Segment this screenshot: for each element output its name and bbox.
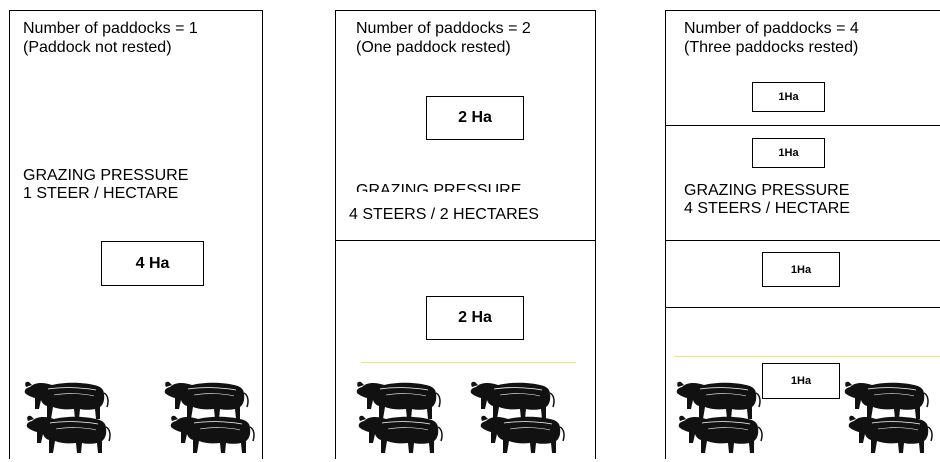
paddock-area-box: 2 Ha (426, 96, 524, 140)
paddock-fence-line (666, 240, 940, 241)
grazing-pressure-value: 1 STEER / HECTARE (23, 185, 188, 203)
steer-icon (166, 407, 258, 462)
paddock-panel-1: Number of paddocks = 1 (Paddock not rest… (9, 10, 263, 459)
grazing-pressure-label: GRAZING PRESSURE 4 STEERS / HECTARE (684, 182, 850, 218)
steer-icon (354, 407, 446, 462)
paddock-area-box: 4 Ha (101, 241, 204, 286)
steer-icon (476, 407, 568, 462)
paddock-fence-line (336, 240, 595, 241)
panel-title: Number of paddocks = 4 (Three paddocks r… (684, 19, 859, 57)
rest-status-label: (Three paddocks rested) (684, 38, 859, 57)
steer-icon (674, 407, 766, 462)
paddock-area-box: 2 Ha (426, 296, 524, 340)
steer-icon (844, 407, 936, 462)
rest-status-label: (One paddock rested) (356, 38, 531, 57)
paddock-panel-2: Number of paddocks = 2 (One paddock rest… (335, 10, 596, 459)
highlight-line (361, 362, 576, 363)
panel-title: Number of paddocks = 2 (One paddock rest… (356, 19, 531, 57)
paddock-count-label: Number of paddocks = 2 (356, 19, 531, 38)
paddock-count-label: Number of paddocks = 4 (684, 19, 859, 38)
grazing-pressure-label: GRAZING PRESSURE 1 STEER / HECTARE (23, 167, 188, 203)
highlight-line (674, 356, 940, 357)
panel-title: Number of paddocks = 1 (Paddock not rest… (23, 19, 198, 57)
paddock-fence-line (666, 307, 940, 308)
grazing-pressure-value: 4 STEERS / HECTARE (684, 200, 850, 218)
grazing-pressure-value: 4 STEERS / 2 HECTARES (349, 206, 539, 224)
grazing-pressure-heading: GRAZING PRESSURE (684, 182, 850, 200)
grazing-pressure-heading: GRAZING PRESSURE (23, 167, 188, 185)
paddock-fence-line (666, 125, 940, 126)
paddock-panel-3: Number of paddocks = 4 (Three paddocks r… (665, 10, 940, 459)
grazing-pressure-heading: GRAZING PRESSURE (356, 182, 521, 192)
paddock-count-label: Number of paddocks = 1 (23, 19, 198, 38)
paddock-area-box: 1Ha (752, 82, 825, 112)
paddock-area-box: 1Ha (762, 252, 840, 287)
rest-status-label: (Paddock not rested) (23, 38, 198, 57)
paddock-area-box: 1Ha (752, 138, 825, 168)
steer-icon (22, 407, 114, 462)
paddock-area-box: 1Ha (762, 363, 840, 399)
